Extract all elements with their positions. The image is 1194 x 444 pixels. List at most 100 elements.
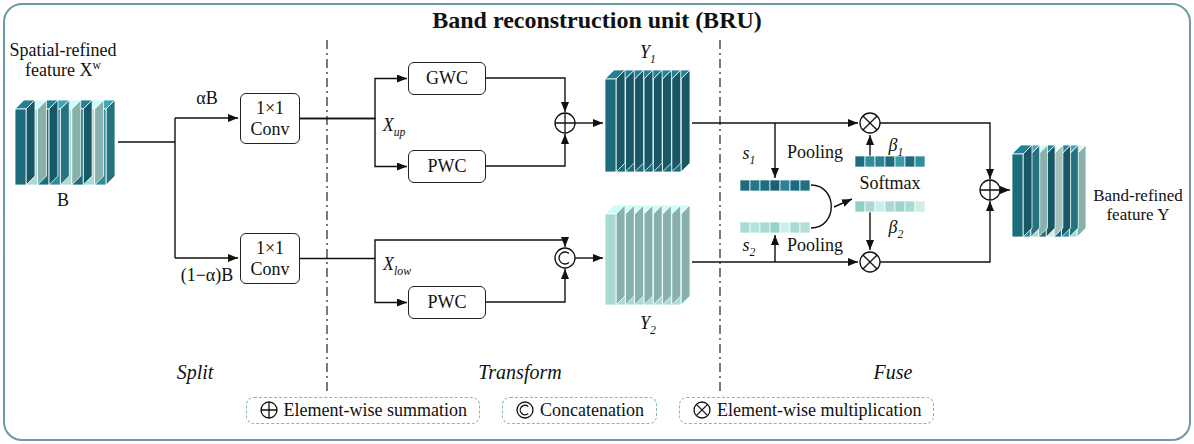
times-circle [694,402,710,418]
plus-mark [261,402,277,418]
label-text: Y [640,313,650,333]
label-text: Pooling [787,142,843,162]
variable-label: Xlow [383,254,411,274]
vector-cell [915,156,925,167]
band-side [635,205,644,305]
band-side [49,100,58,185]
weight-arrow [869,135,870,156]
band-side [616,70,625,172]
variable-label: s2 [743,235,756,255]
vector-cell [760,222,770,233]
band-side [1023,145,1032,237]
label-index: 1 [650,53,656,66]
band-side [60,100,69,185]
outer-frame [4,4,1190,440]
vector-cell [750,222,760,233]
s2-vector [740,222,810,233]
band-top [15,100,35,109]
output-feature-stack [1012,145,1086,237]
band-side [95,100,104,185]
vector-cell [800,222,810,233]
operation-label: Softmax [860,173,921,193]
sum-arrow [485,134,565,166]
label-text: Y [640,42,650,62]
plus-circle [261,402,277,418]
label-index: 1 [750,154,756,167]
vector-cell [865,156,875,167]
box-label: PWC [427,292,466,312]
label-text: X [383,115,394,135]
times-circle [860,113,880,133]
band-face [15,109,26,185]
dimension-label: B [57,190,69,210]
plus-mark [980,180,1000,200]
times-mark [863,116,877,130]
variable-label: Xup [383,115,406,135]
beta1-vector [855,156,925,167]
concat-mark [559,252,569,264]
label-text: β [889,135,898,155]
legend-text: Element-wise summation [284,400,467,421]
sum-arrow [880,123,990,179]
label-index: up [394,126,406,139]
concat-arrow [375,240,565,258]
variable-label: s1 [743,143,756,163]
label-text: αB [196,88,217,108]
legend-entry: Concatenation [502,397,657,424]
vector-cell [770,180,780,191]
vector-cell [750,180,760,191]
band-side [662,70,671,172]
concat-circle [517,402,533,418]
section-label: Fuse [874,361,913,383]
vector-cell [790,222,800,233]
plus-circle [980,180,1000,200]
band-side [662,205,671,305]
label-text: B [57,190,69,210]
label-index: low [394,265,411,278]
label-index: w [93,59,101,72]
s1-vector [740,180,810,191]
band-top [605,70,625,79]
band-side [625,70,634,172]
vector-cell [780,222,790,233]
box-label: 1×1 Conv [247,238,293,278]
label-text: X [383,254,394,274]
split-arrow [175,257,238,258]
vector-cell [780,180,790,191]
process-box: PWC [408,286,486,319]
legend-symbol [692,400,712,420]
beta2-vector [855,201,925,212]
split-wire [118,141,175,142]
vector-cell [855,201,865,212]
vector-cell [885,156,895,167]
legend-symbol [259,400,279,420]
operation-label: Pooling [787,235,843,255]
legend-text: Element-wise multiplication [717,400,921,421]
legend-entry: Element-wise summation [246,397,480,424]
vector-cell [740,222,750,233]
section-label: Split [177,361,214,383]
section-label: Transform [478,361,561,383]
concat-mark [520,406,528,416]
plus-circle [555,113,575,133]
operator-symbols [555,113,1000,272]
label-text: Split [177,361,214,383]
vector-cell [885,201,895,212]
label-index: 1 [898,146,904,159]
box-label: GWC [426,68,468,88]
variable-label: Y1 [640,42,656,62]
output-arrow [575,122,603,123]
legend-text: Concatenation [540,400,644,421]
vector-cell [760,180,770,191]
vector-cell [875,156,885,167]
vector-cell [855,156,865,167]
label-text: s [743,143,750,163]
band-side [635,70,644,172]
band-side [644,70,653,172]
band-side [653,205,662,305]
label-text: Band-refined feature Y [1093,186,1183,224]
connector-arrow [300,79,407,119]
band-side [653,70,662,172]
label-index: 2 [750,246,756,259]
band-face [1012,154,1023,237]
